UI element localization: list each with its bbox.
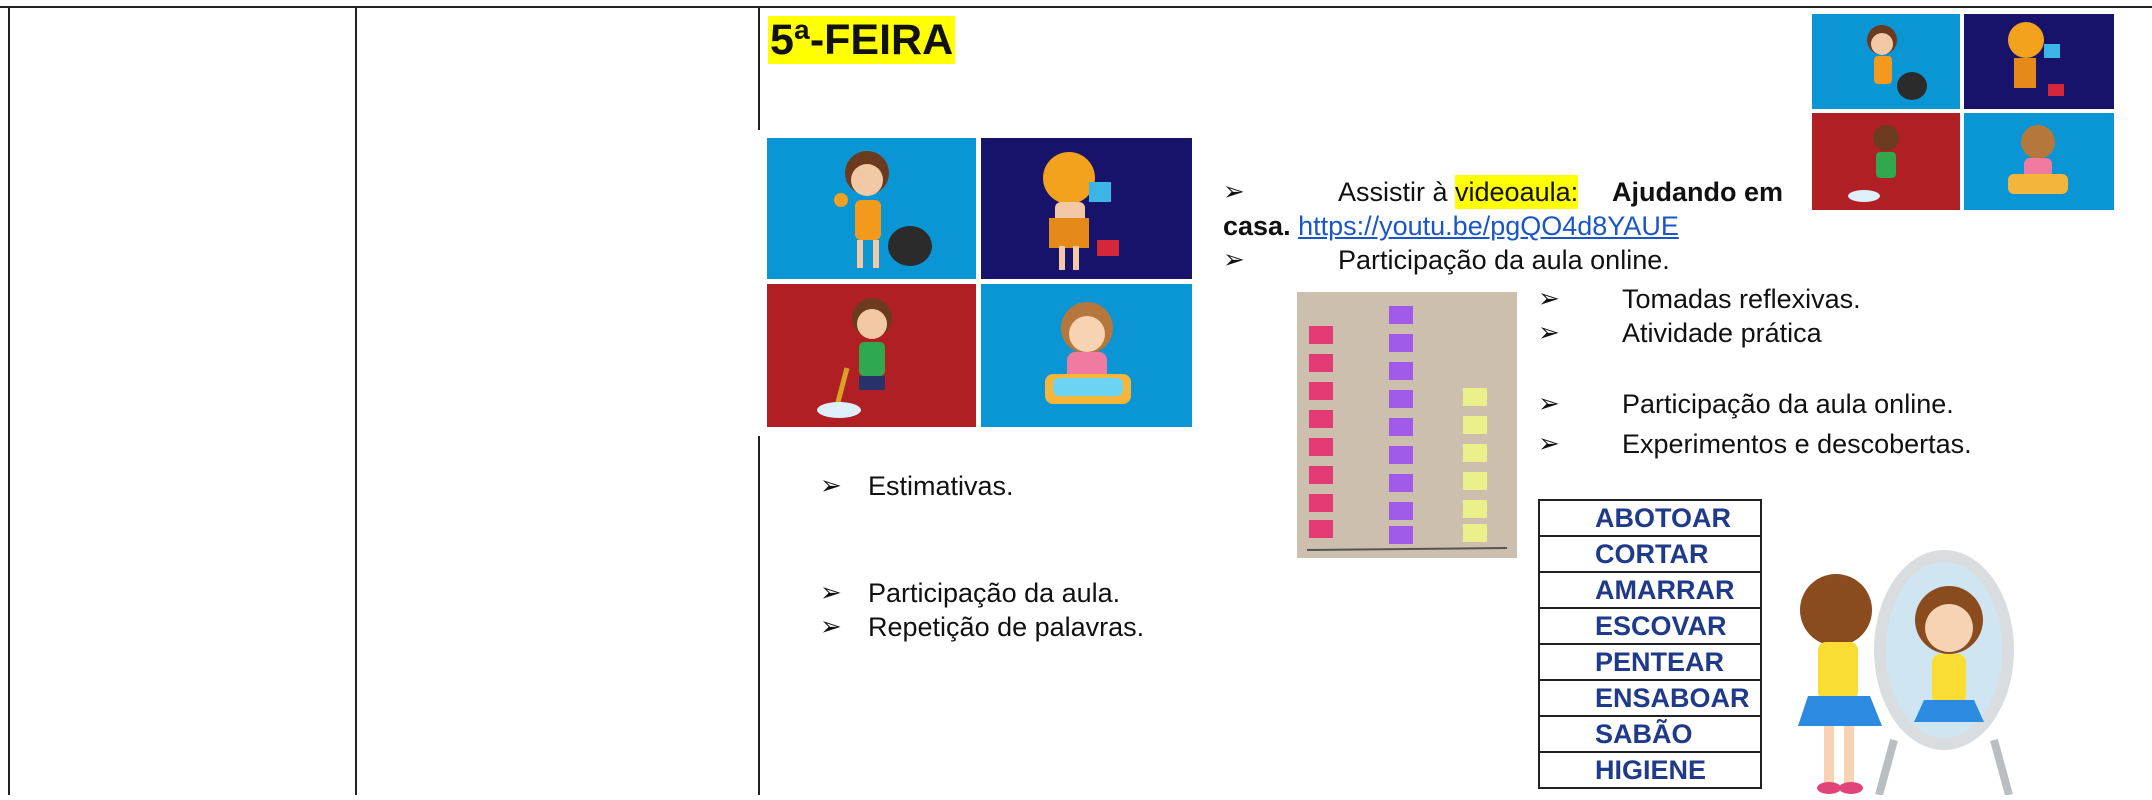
word-row: SABÃO	[1538, 715, 1762, 753]
children-chores-illustration-small	[1812, 14, 2114, 210]
right-bullet-2: ➢ Atividade prática	[1538, 316, 2098, 350]
left-bullet-1-text: Participação da aula.	[868, 578, 1121, 608]
assist-title-2: casa.	[1223, 211, 1291, 241]
hygiene-word-table: ABOTOAR CORTAR AMARRAR ESCOVAR PENTEAR E…	[1538, 499, 1762, 789]
left-bullet-2-text: Repetição de palavras.	[868, 612, 1145, 642]
left-bullet-1: ➢ Participação da aula.	[820, 576, 1144, 610]
word-row: ESCOVAR	[1538, 607, 1762, 645]
right-bullet-4: ➢ Experimentos e descobertas.	[1538, 427, 2128, 461]
children-chores-illustration	[767, 138, 1192, 427]
bullet-icon: ➢	[820, 471, 842, 501]
word-cell: ESCOVAR	[1538, 607, 1762, 645]
right-bullet-2-text: Atividade prática	[1622, 318, 1822, 348]
right-bullet-1: ➢ Tomadas reflexivas.	[1538, 282, 2098, 316]
assist-paragraph: ➢ Assistir à videoaula: Ajudando em casa…	[1223, 175, 1783, 277]
chores-collage-left	[767, 138, 1192, 427]
bullet-icon: ➢	[820, 578, 842, 608]
assist-line-2: casa. https://youtu.be/pgQO4d8YAUE	[1223, 209, 1783, 243]
word-row: CORTAR	[1538, 535, 1762, 573]
bullet-icon: ➢	[1538, 284, 1560, 314]
word-cell: AMARRAR	[1538, 571, 1762, 609]
left-bullet-0: ➢ Estimativas.	[820, 469, 1014, 503]
day-heading-wrap: 5ª-FEIRA	[768, 16, 956, 64]
bullet-icon: ➢	[1223, 177, 1245, 207]
chores-collage-right	[1812, 14, 2114, 210]
girl-at-mirror-illustration	[1798, 550, 2014, 797]
bullet-icon: ➢	[1538, 389, 1560, 419]
word-cell: ENSABOAR	[1538, 679, 1762, 717]
right-bullet-0-text: Participação da aula online.	[1338, 245, 1670, 275]
video-link[interactable]: https://youtu.be/pgQO4d8YAUE	[1298, 211, 1679, 241]
right-bullets-group-b: ➢ Participação da aula online. ➢ Experim…	[1538, 387, 2128, 461]
table-left-border	[8, 6, 10, 795]
left-bullets-group: ➢ Participação da aula. ➢ Repetição de p…	[820, 576, 1144, 644]
videoaula-highlight: videoaula:	[1455, 175, 1579, 209]
assist-prefix: Assistir à	[1338, 177, 1456, 207]
bullet-icon: ➢	[1223, 245, 1245, 275]
table-column-divider-2-bottom	[758, 436, 760, 795]
girl-mirror-illustration	[1784, 550, 2040, 797]
sticky-note-chart-photo	[1297, 292, 1517, 558]
table-column-divider-1	[355, 6, 357, 795]
word-row: ABOTOAR	[1538, 499, 1762, 537]
right-bullet-4-text: Experimentos e descobertas.	[1622, 429, 1972, 459]
bullet-icon: ➢	[1538, 318, 1560, 348]
assist-title: Ajudando em	[1611, 177, 1783, 207]
bullet-icon: ➢	[820, 612, 842, 642]
sticky-note-bar-chart-photo	[1297, 292, 1517, 558]
word-row: AMARRAR	[1538, 571, 1762, 609]
word-row: ENSABOAR	[1538, 679, 1762, 717]
word-cell: CORTAR	[1538, 535, 1762, 573]
table-top-border	[0, 6, 2152, 8]
word-row: PENTEAR	[1538, 643, 1762, 681]
left-bullet-0-text: Estimativas.	[868, 471, 1014, 501]
word-row: HIGIENE	[1538, 751, 1762, 789]
table-column-divider-2-top	[758, 6, 760, 130]
right-bullet-1-text: Tomadas reflexivas.	[1622, 284, 1861, 314]
assist-line-1: ➢ Assistir à videoaula: Ajudando em	[1223, 175, 1783, 209]
left-bullet-2: ➢ Repetição de palavras.	[820, 610, 1144, 644]
day-heading: 5ª-FEIRA	[768, 16, 956, 64]
right-bullet-3: ➢ Participação da aula online.	[1538, 387, 2128, 427]
bullet-icon: ➢	[1538, 429, 1560, 459]
right-bullet-0: ➢ Participação da aula online.	[1223, 243, 1783, 277]
word-cell: PENTEAR	[1538, 643, 1762, 681]
word-cell: HIGIENE	[1538, 751, 1762, 789]
word-cell: SABÃO	[1538, 715, 1762, 753]
right-bullets-group-a: ➢ Tomadas reflexivas. ➢ Atividade prátic…	[1538, 282, 2098, 350]
word-cell: ABOTOAR	[1538, 499, 1762, 537]
right-bullet-3-text: Participação da aula online.	[1622, 389, 1954, 419]
